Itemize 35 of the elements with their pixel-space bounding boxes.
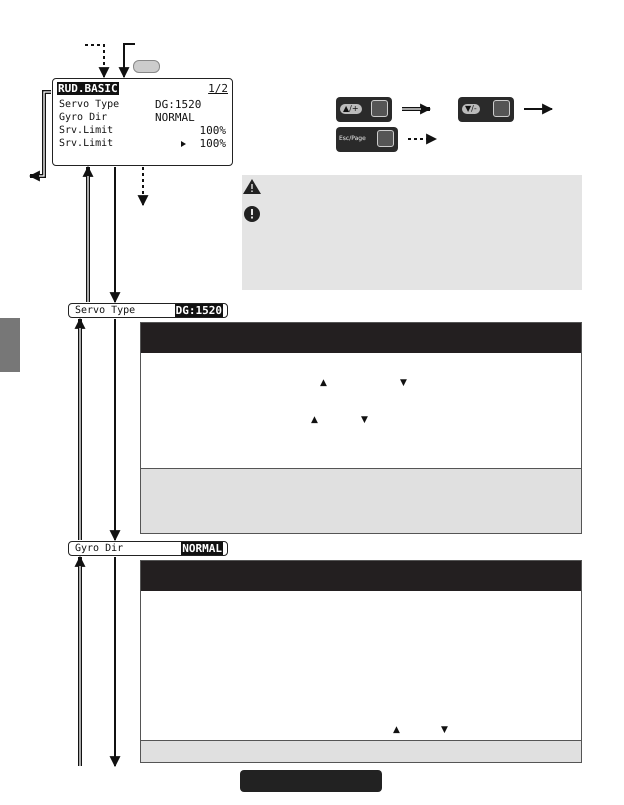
arrow xyxy=(82,166,94,302)
lcd-row xyxy=(68,541,228,556)
arrow xyxy=(118,43,135,78)
page-number: 1/2 xyxy=(208,82,228,95)
arrow xyxy=(74,556,86,766)
menu-item: Gyro Dir xyxy=(75,542,124,555)
setting-value: 100% xyxy=(200,137,226,150)
key-button: ▲/+ xyxy=(336,97,392,122)
arrow xyxy=(110,557,120,768)
key-symbol: ▼ xyxy=(441,725,448,735)
arrow xyxy=(110,319,120,542)
menu-item: Gyro Dir xyxy=(59,111,108,124)
arrow xyxy=(28,90,51,182)
arrow xyxy=(85,44,110,78)
setting-value: DG:1520 xyxy=(174,304,223,317)
lcd-screen xyxy=(52,78,233,166)
key-symbol: ▲ xyxy=(393,725,400,735)
key-symbol: ▼ xyxy=(400,378,407,388)
arrow xyxy=(138,167,148,206)
key-button: ▼/- xyxy=(458,97,514,122)
key-symbol: ▲ xyxy=(320,378,327,388)
key-symbol: ▼ xyxy=(361,415,368,425)
key-symbol: ▲ xyxy=(311,415,318,425)
lcd-row xyxy=(68,303,228,318)
menu-item: Srv.Limit xyxy=(59,124,114,137)
setting-value: 100% xyxy=(200,124,226,137)
setting-value: DG:1520 xyxy=(155,98,202,111)
arrow xyxy=(110,167,120,304)
setting-value: NORMAL xyxy=(181,542,223,555)
screen-title: RUD.BASIC xyxy=(57,82,119,95)
arrow xyxy=(74,318,86,540)
menu-item: Servo Type xyxy=(59,98,120,111)
setting-value: NORMAL xyxy=(155,111,195,124)
menu-item: Servo Type xyxy=(75,304,136,317)
menu-item: Srv.Limit xyxy=(59,137,114,150)
